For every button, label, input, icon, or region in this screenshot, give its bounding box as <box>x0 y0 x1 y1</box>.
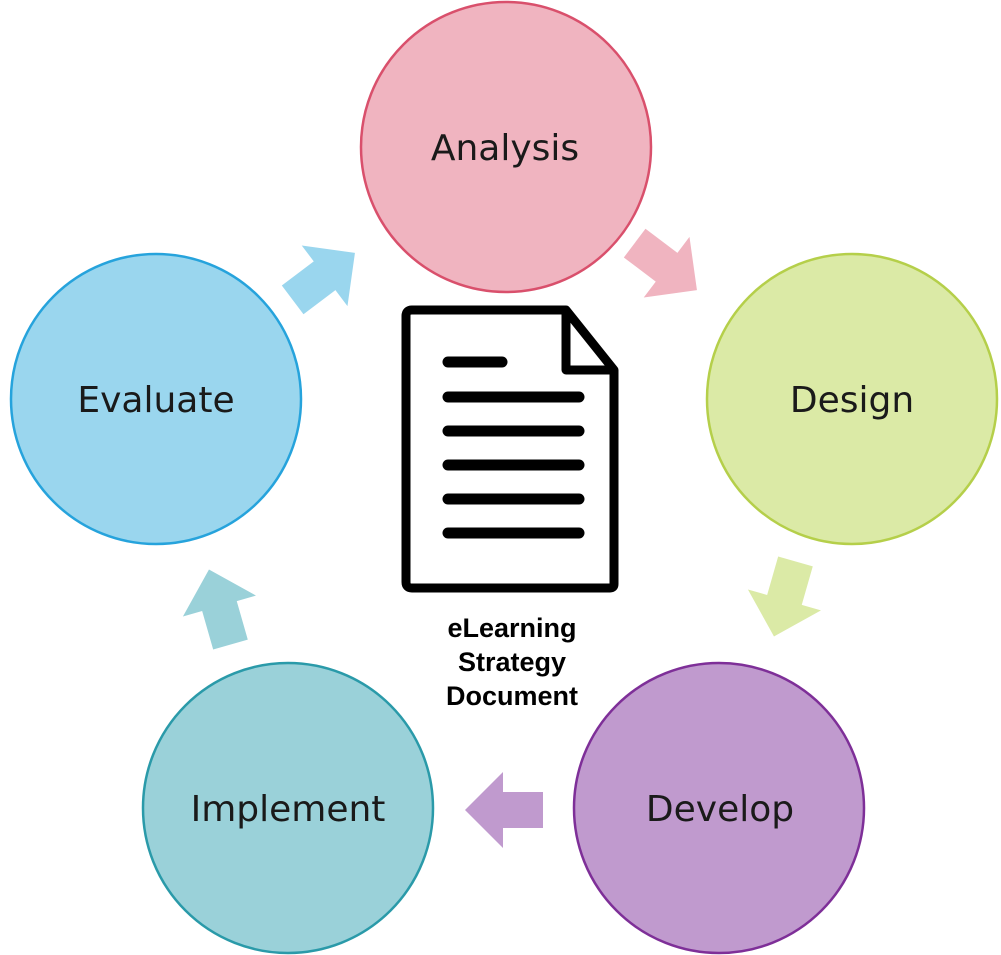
document-icon-lines <box>442 356 585 539</box>
arrow-develop-to-implement <box>465 772 543 848</box>
stage-evaluate-label: Evaluate <box>77 380 234 421</box>
stage-analysis-circle <box>359 0 653 294</box>
arrow-develop-to-implement-shape <box>465 772 543 848</box>
stage-evaluate-circle <box>9 252 303 546</box>
arrow-implement-to-evaluate-shape <box>182 569 256 650</box>
document-icon-fold <box>561 310 614 375</box>
document-caption-line-3: Document <box>446 681 578 711</box>
arrow-implement-to-evaluate <box>182 569 256 650</box>
arrow-analysis-to-design-shape <box>623 228 697 298</box>
stage-design: Design <box>705 252 999 546</box>
stage-develop: Develop <box>572 661 866 955</box>
document-caption: eLearning Strategy Document <box>446 613 578 711</box>
stage-design-circle <box>705 252 999 546</box>
stage-implement: Implement <box>141 661 435 955</box>
arrow-evaluate-to-analysis <box>281 245 355 315</box>
document-caption-line-2: Strategy <box>458 647 566 677</box>
arrow-analysis-to-design <box>623 228 697 298</box>
stage-develop-label: Develop <box>646 789 794 830</box>
document-icon-outline <box>401 305 619 593</box>
document-icon <box>401 305 619 593</box>
document-caption-line-1: eLearning <box>447 613 576 643</box>
stage-design-label: Design <box>790 380 914 421</box>
stage-implement-circle <box>141 661 435 955</box>
stage-analysis: Analysis <box>359 0 653 294</box>
arrow-evaluate-to-analysis-shape <box>281 245 355 315</box>
arrow-design-to-develop <box>747 556 821 637</box>
stage-develop-circle <box>572 661 866 955</box>
arrow-design-to-develop-shape <box>747 556 821 637</box>
stage-evaluate: Evaluate <box>9 252 303 546</box>
stage-analysis-label: Analysis <box>431 128 579 169</box>
stage-implement-label: Implement <box>191 789 386 830</box>
